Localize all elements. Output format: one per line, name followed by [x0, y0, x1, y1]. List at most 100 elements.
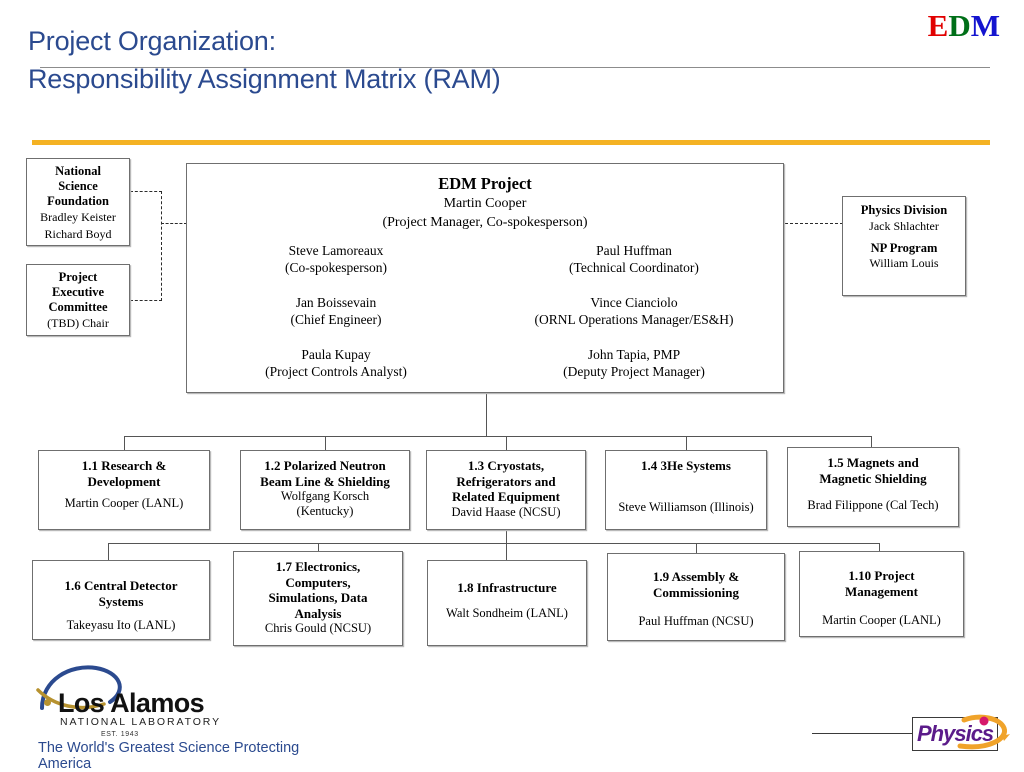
wbs-owner: Paul Huffman (NCSU) [638, 614, 754, 628]
wbs-box-1-9[interactable]: 1.9 Assembly &Commissioning Paul Huffman… [607, 553, 785, 641]
page-title-line-2: Responsibility Assignment Matrix (RAM) [28, 64, 501, 94]
edm-project-lead-role: (Project Manager, Co-spokesperson) [382, 215, 588, 230]
edm-logo-letter-m: M [970, 8, 1000, 43]
wbs-spacer [33, 568, 209, 578]
nsf-person-2: Richard Boyd [44, 226, 112, 241]
wbs-spacer [608, 600, 784, 614]
roster-role: (Co-spokesperson) [285, 260, 387, 275]
wbs-spacer [800, 559, 963, 568]
wbs-spacer [39, 489, 209, 496]
dashed-connector-to-main-box [161, 223, 187, 224]
connector-drop-wbs-15 [871, 436, 873, 447]
wbs-heading: 1.1 Research &Development [81, 458, 167, 489]
roster-name: John Tapia, PMP [587, 347, 681, 362]
roster-name: Paula Kupay [301, 347, 371, 362]
wbs-owner: Walt Sondheim (LANL) [446, 605, 568, 620]
connector-row1-bus [124, 436, 872, 438]
np-program-heading: NP Program [870, 240, 938, 255]
footer-divider-line [40, 67, 990, 68]
edm-logo: EDM [928, 8, 1000, 44]
connector-drop-wbs-16 [108, 543, 110, 560]
edm-logo-letter-e: E [927, 8, 949, 43]
connector-main-to-row1 [486, 393, 488, 437]
physics-division-person: Jack Shlachter [869, 218, 939, 233]
roster-entry: John Tapia, PMP (Deputy Project Manager) [485, 346, 783, 380]
wbs-heading: 1.4 3He Systems [641, 458, 731, 473]
dashed-connector-physics-division [785, 223, 843, 224]
roster-role: (Project Controls Analyst) [265, 364, 407, 379]
los-alamos-tagline: The World's Greatest Science Protecting … [38, 740, 300, 772]
connector-drop-wbs-18 [506, 543, 508, 560]
connector-drop-wbs-13 [506, 436, 508, 450]
roster-entry: Paula Kupay (Project Controls Analyst) [187, 346, 485, 380]
wbs-owner: Martin Cooper (LANL) [822, 613, 941, 627]
wbs-box-1-7[interactable]: 1.7 Electronics,Computers,Simulations, D… [233, 551, 403, 646]
edm-project-roster-left: Steve Lamoreaux (Co-spokesperson) Jan Bo… [187, 242, 485, 380]
wbs-box-1-4[interactable]: 1.4 3He Systems Steve Williamson (Illino… [605, 450, 767, 530]
physics-orbit-icon [957, 714, 1010, 750]
connector-drop-wbs-11 [124, 436, 126, 450]
page-title: Project Organization: Responsibility Ass… [28, 22, 848, 98]
roster-name: Jan Boissevain [295, 295, 377, 310]
wbs-heading: 1.7 Electronics,Computers,Simulations, D… [268, 559, 368, 621]
roster-role: (Technical Coordinator) [569, 260, 699, 275]
page-title-line-1: Project Organization: [28, 26, 276, 56]
wbs-heading: 1.9 Assembly &Commissioning [652, 569, 740, 600]
roster-entry: Vince Cianciolo (ORNL Operations Manager… [485, 294, 783, 328]
edm-project-box[interactable]: EDM Project Martin Cooper (Project Manag… [186, 163, 784, 393]
los-alamos-swoosh-icon [36, 665, 122, 710]
wbs-spacer [428, 596, 586, 606]
roster-entry: Paul Huffman (Technical Coordinator) [485, 242, 783, 276]
np-program-person: William Louis [869, 256, 939, 270]
wbs-spacer [608, 561, 784, 569]
roster-role: (Deputy Project Manager) [563, 364, 705, 379]
physics-division-heading: Physics Division [860, 203, 948, 217]
physics-division-box[interactable]: Physics Division Jack Shlachter NP Progr… [842, 196, 966, 296]
wbs-box-1-8[interactable]: 1.8 Infrastructure Walt Sondheim (LANL) [427, 560, 587, 646]
wbs-owner: Steve Williamson (Illinois) [618, 499, 754, 514]
connector-row2-bus [108, 543, 880, 545]
roster-entry: Steve Lamoreaux (Co-spokesperson) [187, 242, 485, 276]
connector-drop-wbs-110 [879, 543, 881, 551]
wbs-spacer [788, 486, 958, 498]
connector-drop-wbs-14 [686, 436, 688, 450]
wbs-spacer [800, 599, 963, 613]
dashed-connector-pec-right [130, 300, 162, 301]
physics-logo: Physics [812, 712, 1012, 756]
edm-project-roster-right: Paul Huffman (Technical Coordinator) Vin… [485, 242, 783, 380]
wbs-owner: Brad Filippone (Cal Tech) [807, 498, 939, 512]
wbs-box-1-1[interactable]: 1.1 Research &Development Martin Cooper … [38, 450, 210, 530]
edm-project-roster: Steve Lamoreaux (Co-spokesperson) Jan Bo… [187, 242, 783, 380]
connector-wbs13-to-row2 [506, 530, 508, 544]
physics-division-spacer [843, 234, 965, 241]
roster-entry: Jan Boissevain (Chief Engineer) [187, 294, 485, 328]
roster-role: (ORNL Operations Manager/ES&H) [534, 312, 734, 327]
wbs-owner: Takeyasu Ito (LANL) [66, 618, 176, 632]
los-alamos-subtitle: NATIONAL LABORATORY [60, 716, 221, 728]
roster-name: Vince Cianciolo [590, 295, 678, 310]
wbs-owner: Martin Cooper (LANL) [64, 496, 184, 510]
pec-person-1: (TBD) Chair [47, 316, 109, 330]
dashed-connector-vertical [161, 191, 162, 301]
dashed-connector-nsf-right [130, 191, 162, 192]
edm-logo-letter-d: D [948, 8, 971, 43]
wbs-owner: Chris Gould (NCSU) [264, 621, 372, 635]
header-divider-rule [32, 140, 990, 145]
nsf-person-1: Bradley Keister [40, 210, 116, 224]
wbs-spacer [606, 474, 766, 500]
edm-project-lead-name: Martin Cooper [443, 196, 527, 211]
los-alamos-wordmark: Los Alamos [58, 688, 205, 718]
